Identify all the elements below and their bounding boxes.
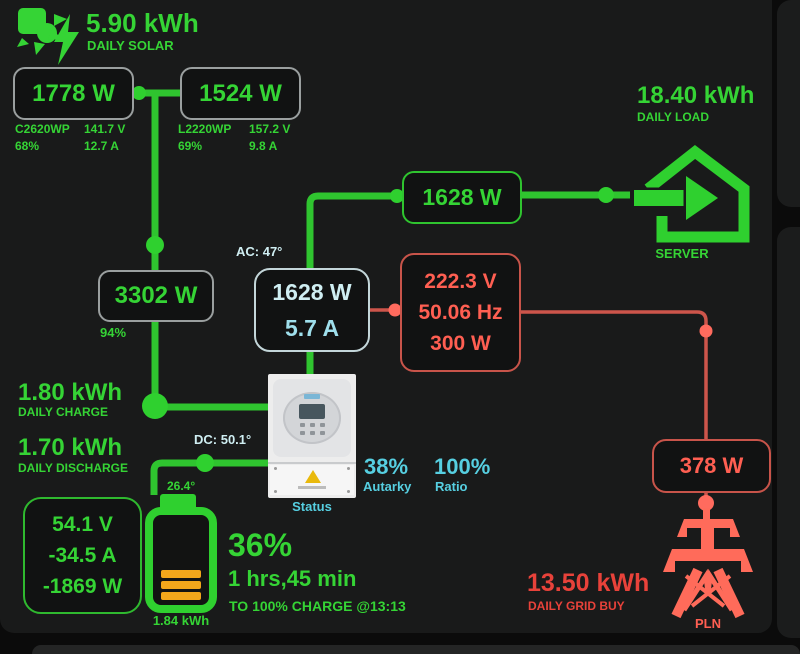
inverter-screen (299, 404, 325, 419)
pv2-percent: 69% (178, 139, 203, 153)
ratio-label: Ratio (435, 479, 468, 494)
pv1-voltage: 141.7 V (84, 122, 126, 136)
battery-voltage: 54.1 V (52, 513, 113, 536)
inverter-ac-box[interactable]: 1628 W 5.7 A (254, 268, 370, 352)
battery-power: -1869 W (42, 575, 123, 598)
daily-grid-buy-label: DAILY GRID BUY (528, 599, 625, 613)
daily-solar-value[interactable]: 5.90 kWh (86, 8, 199, 38)
house-load-label: SERVER (655, 246, 709, 261)
pv2-voltage: 157.2 V (249, 122, 291, 136)
pv-total-power-box[interactable]: 3302 W (98, 270, 214, 322)
daily-load-label: DAILY LOAD (637, 110, 710, 124)
grid-import-box[interactable]: 378 W (652, 439, 771, 493)
inverter-image[interactable] (268, 374, 356, 498)
daily-load-value[interactable]: 18.40 kWh (637, 82, 755, 109)
grid-frequency: 50.06 Hz (418, 301, 503, 324)
pv1-power-box[interactable]: 1778 W (13, 67, 134, 120)
grid-voltage: 222.3 V (424, 270, 497, 293)
autarky-value[interactable]: 38% (364, 454, 409, 479)
battery-icon[interactable] (142, 490, 220, 616)
pv1-name: C2620WP (15, 122, 70, 136)
inverter-ac-current: 5.7 A (284, 315, 340, 341)
solar-icon[interactable] (12, 2, 92, 68)
grid-provider-label: PLN (695, 616, 721, 631)
grid-measure-box[interactable]: 222.3 V 50.06 Hz 300 W (400, 253, 521, 372)
battery-charge-eta: TO 100% CHARGE @13:13 (229, 598, 406, 614)
pv1-current: 12.7 A (84, 139, 119, 153)
daily-discharge-value[interactable]: 1.70 kWh (18, 434, 123, 461)
grid-import-value: 378 W (679, 453, 744, 478)
inverter-control-oval (283, 392, 341, 444)
ratio-value[interactable]: 100% (434, 454, 491, 479)
load-power-box[interactable]: 1628 W (402, 171, 522, 224)
pv-total-power-value: 3302 W (114, 282, 198, 309)
battery-temp: 26.4° (167, 479, 196, 493)
ac-temp: AC: 47° (236, 244, 283, 259)
pv1-power-value: 1778 W (32, 79, 115, 107)
bottom-panel-card (32, 645, 800, 654)
pv2-power-value: 1524 W (199, 79, 282, 107)
daily-grid-buy-value[interactable]: 13.50 kWh (527, 569, 650, 597)
inverter-status-label[interactable]: Status (292, 499, 332, 514)
pv-total-percent: 94% (100, 325, 127, 340)
pv2-power-box[interactable]: 1524 W (180, 67, 301, 120)
battery-time-remaining: 1 hrs,45 min (228, 566, 357, 591)
inverter-divider (268, 462, 356, 464)
battery-capacity: 1.84 kWh (152, 613, 210, 628)
daily-discharge-label: DAILY DISCHARGE (18, 461, 129, 475)
inverter-ac-power: 1628 W (272, 279, 352, 305)
side-panel-upper (777, 0, 800, 207)
daily-charge-label: DAILY CHARGE (18, 405, 109, 419)
autarky-label: Autarky (363, 479, 412, 494)
pv2-current: 9.8 A (249, 139, 278, 153)
pv2-name: L2220WP (178, 122, 232, 136)
inverter-logo-text (298, 486, 326, 489)
daily-solar-label: DAILY SOLAR (87, 38, 174, 53)
battery-current: -34.5 A (48, 544, 117, 567)
inverter-logo-triangle (305, 470, 321, 483)
grid-power: 300 W (430, 332, 491, 355)
battery-stats-box[interactable]: 54.1 V -34.5 A -1869 W (23, 497, 142, 614)
load-power-value: 1628 W (422, 184, 502, 210)
inverter-front-panel (273, 379, 351, 457)
dc-temp: DC: 50.1° (194, 432, 252, 447)
inverter-brand-tag (304, 394, 320, 399)
battery-soc[interactable]: 36% (228, 527, 293, 563)
transmission-tower-icon[interactable] (660, 492, 756, 622)
house-load-icon[interactable] (612, 140, 752, 252)
pv1-percent: 68% (15, 139, 40, 153)
daily-charge-value[interactable]: 1.80 kWh (18, 379, 123, 406)
side-panel-lower (777, 227, 800, 638)
